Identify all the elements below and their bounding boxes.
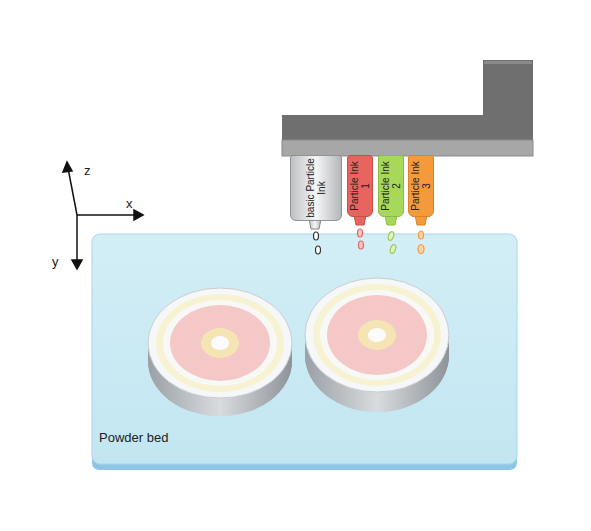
bed-label: Powder bed <box>99 430 168 445</box>
axis-label: x <box>126 196 133 211</box>
nozzle-label: Particle Ink 3 <box>411 158 432 214</box>
axis-label: z <box>84 163 91 178</box>
ink-nozzle: basic Particle Ink <box>290 155 342 221</box>
axis-label: y <box>52 254 59 269</box>
printed-disc <box>305 278 449 412</box>
ink-nozzle: Particle Ink 3 <box>408 155 434 217</box>
printed-disc <box>148 288 292 416</box>
ink-nozzle: Particle Ink 1 <box>347 155 373 217</box>
ink-nozzle: Particle Ink 2 <box>378 155 404 217</box>
nozzle-label: Particle Ink 2 <box>381 158 402 214</box>
droplets <box>314 229 425 254</box>
print-head <box>282 60 533 156</box>
powder-bed: Powder bed <box>92 234 517 464</box>
powder-bed-slab <box>92 234 517 470</box>
nozzle-label: Particle Ink 1 <box>350 158 371 214</box>
nozzle-label: basic Particle Ink <box>306 158 327 218</box>
